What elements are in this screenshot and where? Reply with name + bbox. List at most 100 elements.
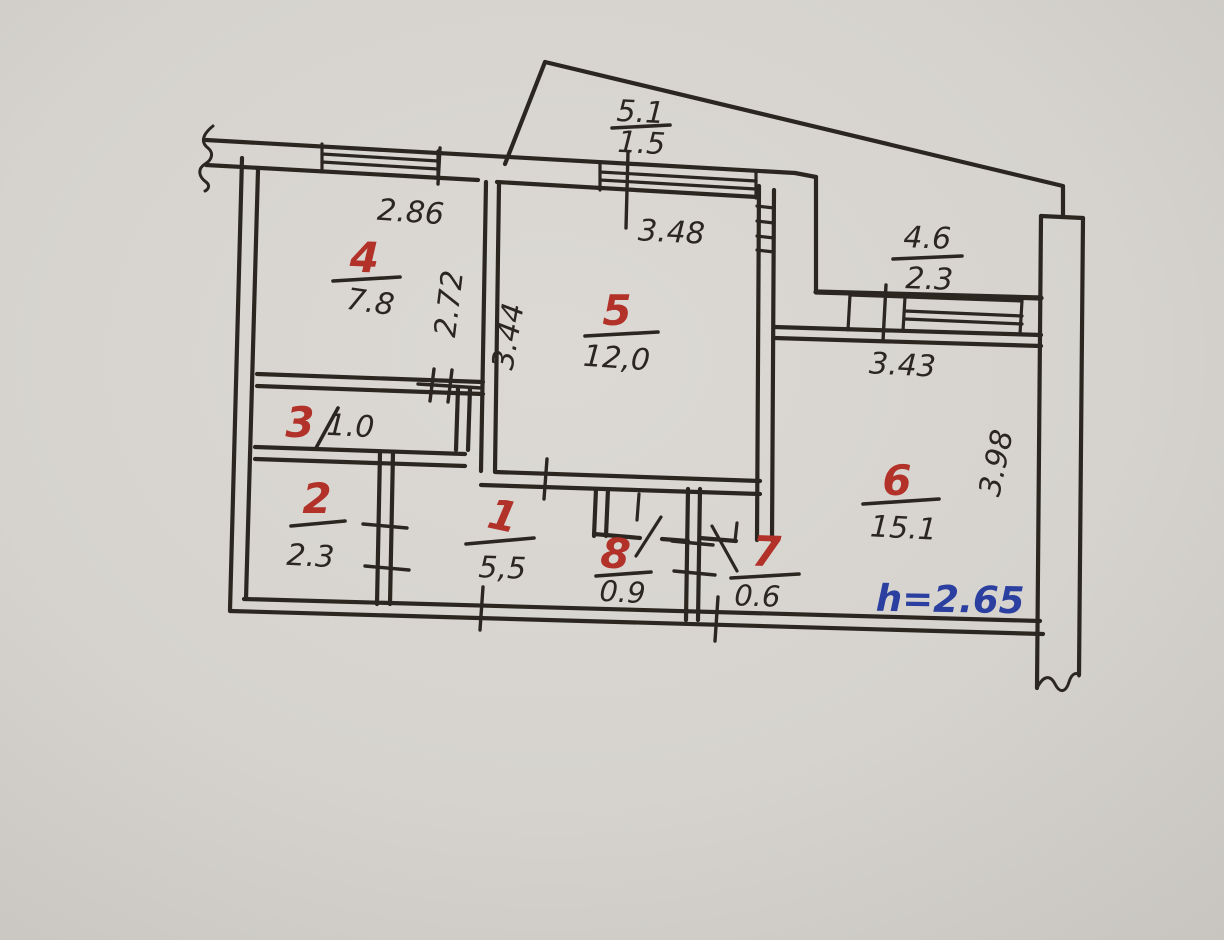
fraction-bar <box>464 536 536 546</box>
fraction-bar <box>583 330 660 338</box>
room4-width-label: 2.86 <box>376 193 445 233</box>
wall-segment <box>754 183 762 543</box>
window-line <box>320 152 440 163</box>
room-6-area: 15.1 <box>869 509 938 547</box>
wall-segment <box>243 167 261 602</box>
wall-segment <box>492 180 502 474</box>
wall-segment <box>478 482 763 497</box>
window-line <box>320 160 440 171</box>
toilet-door-leaf <box>710 524 739 573</box>
room-3-area: 1.0 <box>326 408 375 445</box>
wall-segment <box>492 469 763 484</box>
balcony-top-dimension-label: 5.1 <box>616 94 665 131</box>
wall-segment <box>254 371 486 385</box>
wall-segment <box>453 385 461 453</box>
fraction-bar <box>861 497 941 506</box>
wall-segment <box>771 335 1044 349</box>
toilet-door-jamb <box>733 521 739 543</box>
fraction-bar <box>891 254 964 261</box>
window-line <box>755 219 776 225</box>
fraction-bar <box>289 519 347 528</box>
room4-depth-label: 2.72 <box>428 269 471 340</box>
window-line <box>846 293 852 332</box>
balcony-right-area-label: 2.3 <box>905 261 954 298</box>
wall-segment <box>769 187 777 543</box>
window-line <box>1018 299 1024 336</box>
tick-mark <box>881 283 888 343</box>
duct-top <box>1038 213 1086 221</box>
wall-segment <box>227 155 245 613</box>
balcony-right-dimension-label: 4.6 <box>903 220 952 257</box>
balcony-outline <box>502 59 548 167</box>
room5-balcony-window <box>755 204 776 254</box>
tick-mark <box>363 564 411 572</box>
tick-mark <box>624 150 630 230</box>
interior-walls <box>252 179 1044 623</box>
window-line <box>848 293 1024 303</box>
fraction-bar <box>594 570 653 578</box>
wall-segment <box>591 531 643 541</box>
break-marks <box>198 124 1081 692</box>
room-4-number: 4 <box>348 232 380 282</box>
wall-segment <box>465 385 473 453</box>
room-5-area: 12,0 <box>582 339 651 379</box>
doors <box>634 492 739 573</box>
tick-mark <box>542 457 549 501</box>
duct-left-wall <box>1034 213 1044 691</box>
window-line <box>901 295 907 333</box>
fraction-bars <box>289 123 964 580</box>
wall-segment <box>771 324 1044 338</box>
room-8-area: 0.9 <box>599 574 647 610</box>
wall-segment <box>591 486 599 539</box>
window-line <box>755 248 776 254</box>
balcony-bottom-wall <box>813 289 1044 301</box>
dimension-ticks <box>361 146 888 643</box>
tick-mark <box>670 539 715 547</box>
room-7-number: 7 <box>751 527 783 577</box>
window-line <box>903 317 1024 326</box>
wall-break-squiggle <box>1035 672 1081 692</box>
wall-segment <box>203 137 798 176</box>
fraction-slash <box>314 406 340 450</box>
fraction-bar <box>331 275 402 283</box>
room6-window <box>846 293 1024 336</box>
wall-segment <box>227 608 1046 637</box>
room6-window-label: 3.43 <box>868 346 937 384</box>
wall-break-squiggle <box>198 124 215 193</box>
window-line <box>755 234 776 240</box>
balcony-top-area-label: 1.5 <box>617 125 666 162</box>
bathroom-door-leaf <box>634 515 663 558</box>
wall-segment <box>374 449 383 607</box>
balcony-side-wall <box>792 170 819 295</box>
wall-segment <box>603 486 611 539</box>
tick-mark <box>446 368 454 404</box>
tick-mark <box>478 585 485 632</box>
room5-width-label: 3.48 <box>637 213 706 251</box>
tick-mark <box>672 569 717 577</box>
window-line <box>903 309 1024 318</box>
fraction-bar <box>729 572 801 580</box>
room-1-area: 5,5 <box>478 550 527 587</box>
exterior-walls <box>203 59 1086 691</box>
tick-mark <box>428 367 436 403</box>
tick-mark <box>436 146 442 186</box>
room-2-area: 2.3 <box>286 538 335 575</box>
bathroom-door-jamb <box>635 492 641 522</box>
tick-mark <box>361 522 409 530</box>
room-8-number: 8 <box>598 528 632 580</box>
room-6-number: 6 <box>882 456 911 505</box>
wall-segment <box>252 444 468 457</box>
duct-right-wall <box>1076 215 1086 678</box>
room-7-area: 0.6 <box>734 578 781 614</box>
fraction-bar <box>610 123 672 130</box>
wall-segment <box>478 179 489 474</box>
balcony-outline <box>542 59 1066 219</box>
room-5-number: 5 <box>602 286 631 335</box>
room-4-area: 7.8 <box>344 282 396 323</box>
wall-segment <box>683 486 691 623</box>
wall-segment <box>254 383 486 397</box>
room-3-number: 3 <box>285 398 314 447</box>
tick-mark <box>713 595 720 643</box>
